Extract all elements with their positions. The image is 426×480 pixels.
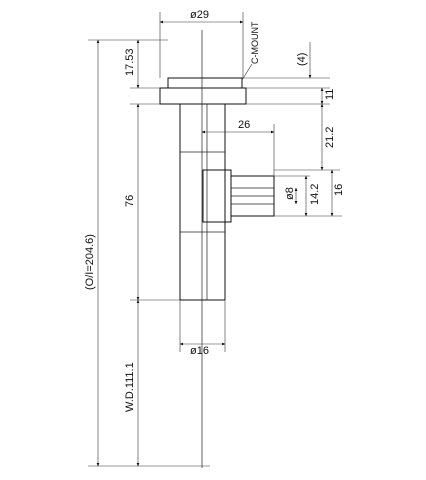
c-mount-thread — [167, 77, 243, 89]
working-distance-label: W.D.111.1 — [124, 362, 136, 412]
flange-thickness-label: 11 — [324, 89, 336, 100]
mount-flange — [159, 87, 247, 105]
flange-diameter-label: ø29 — [190, 9, 209, 21]
c-mount-flange-label: (4) — [296, 53, 308, 66]
dim-c-mount-flange: (4) — [242, 42, 330, 79]
dim-body-length: 76 — [124, 103, 180, 301]
side-port-inner-label: 14.2 — [309, 184, 321, 205]
lens-body — [159, 77, 275, 301]
dim-side-port-diameters: ø8 14.2 16 — [274, 169, 345, 217]
c-mount-label: C-MOUNT — [250, 21, 260, 64]
side-port-offset-label: 26 — [238, 119, 250, 131]
dim-working-distance: W.D.111.1 — [124, 299, 140, 467]
dim-flange-diameter: ø29 — [159, 9, 244, 78]
dim-flange-thickness: 11 — [246, 87, 336, 105]
side-port-diameter-label: ø8 — [284, 187, 296, 200]
c-mount-note: C-MOUNT — [241, 21, 260, 81]
body-length-label: 76 — [124, 195, 136, 207]
dim-side-port-height: 21.2 — [274, 103, 340, 171]
overall-length-label: (O/I=204.6) — [84, 234, 96, 290]
dim-side-port-offset: 26 — [201, 119, 275, 176]
dim-tube-diameter: ø16 — [179, 300, 226, 357]
thread-height-label: 17.53 — [124, 48, 136, 76]
dim-overall-length: (O/I=204.6) — [84, 39, 210, 467]
dim-thread-height: 17.53 — [124, 39, 160, 89]
tube-diameter-label: ø16 — [190, 345, 209, 357]
side-port-height-label: 21.2 — [324, 127, 336, 148]
side-port-outer-label: 16 — [333, 184, 345, 196]
